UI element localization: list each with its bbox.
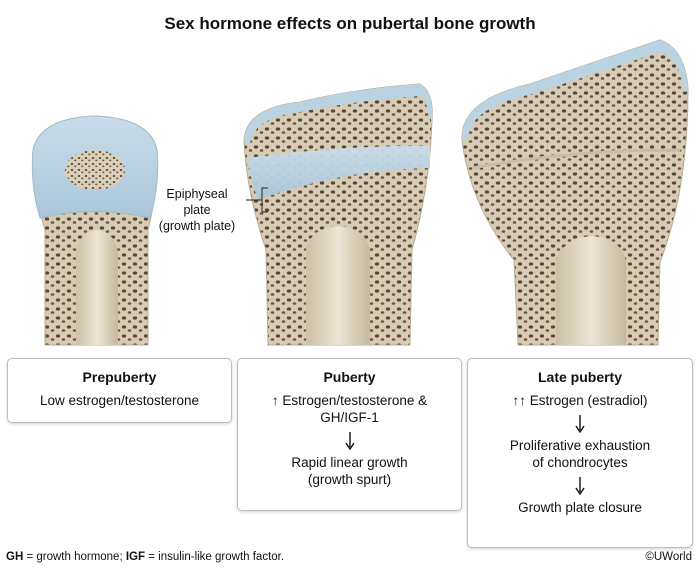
stage-heading: Prepuberty: [82, 369, 157, 385]
stage-heading: Puberty: [323, 369, 376, 385]
footnote-def-gh: = growth hormone;: [23, 551, 126, 563]
stage-panel-puberty: Puberty ↑ Estrogen/testosterone & GH/IGF…: [237, 358, 462, 511]
stage-result-text-2: (growth spurt): [307, 472, 392, 487]
copyright-credit: ©UWorld: [645, 551, 692, 563]
stage-hormone-text: Low estrogen/testosterone: [39, 393, 200, 408]
abbreviation-footnote: GH = growth hormone; IGF = insulin-like …: [6, 551, 284, 563]
stage-panel-late-puberty: Late puberty ↑↑ Estrogen (estradiol) Pro…: [467, 358, 693, 548]
epiphyseal-label-line3: (growth plate): [158, 219, 236, 233]
bone-puberty: [243, 83, 433, 346]
stage-result-text: Growth plate closure: [518, 500, 642, 515]
bone-prepuberty: [31, 115, 159, 346]
stage-hormone-text: ↑↑ Estrogen (estradiol): [512, 393, 648, 408]
down-arrow-icon: [575, 477, 585, 495]
stage-panel-prepuberty: Prepuberty Low estrogen/testosterone: [7, 358, 232, 423]
epiphyseal-label-line1: Epiphyseal: [166, 187, 228, 201]
bone-illustrations: [31, 39, 689, 346]
stage-hormone-text-2: GH/IGF-1: [320, 410, 379, 425]
stage-step-text-1: Proliferative exhaustion: [509, 438, 651, 453]
stage-result-text-1: Rapid linear growth: [291, 455, 408, 470]
stage-heading: Late puberty: [537, 369, 622, 385]
footnote-abbr-igf: IGF: [125, 551, 146, 563]
epiphyseal-plate-label: Epiphyseal plate (growth plate): [150, 186, 244, 234]
figure-title: Sex hormone effects on pubertal bone gro…: [164, 14, 536, 33]
epiphyseal-label-line2: plate: [183, 203, 211, 217]
stage-hormone-text-1: ↑ Estrogen/testosterone &: [271, 393, 428, 408]
stage-step-text-2: of chondrocytes: [532, 455, 628, 470]
bone-late-puberty: [461, 39, 689, 346]
footnote-def-igf: = insulin-like growth factor.: [145, 551, 285, 563]
down-arrow-icon: [575, 415, 585, 433]
down-arrow-icon: [344, 432, 355, 450]
footnote-abbr-gh: GH: [6, 551, 24, 563]
